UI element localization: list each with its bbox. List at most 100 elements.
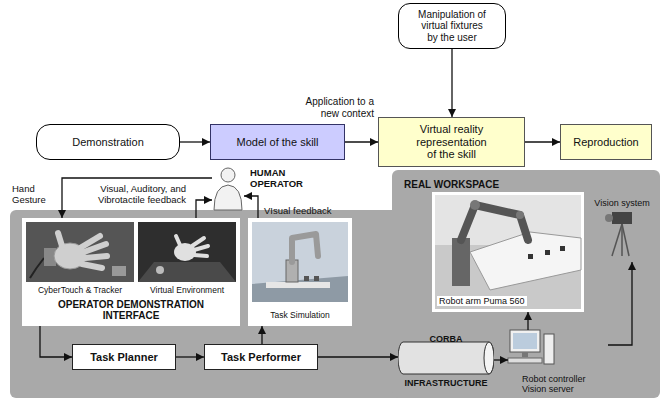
- arrow-connector: [244, 196, 258, 218]
- camera-lens: [605, 214, 613, 222]
- monitor-stand: [522, 352, 528, 357]
- thumb: [176, 236, 180, 245]
- finger: [84, 244, 106, 252]
- arrow-connector: [261, 326, 262, 344]
- finger: [192, 238, 204, 246]
- module-box: Task Planner: [72, 344, 176, 370]
- node-label: Demonstration: [72, 136, 144, 149]
- sim-block: [314, 276, 319, 281]
- label-slot: Vision system: [588, 192, 656, 210]
- arrow-connector: [345, 141, 378, 142]
- camera-icon: [605, 212, 632, 256]
- label-slot: VIsual feedback: [264, 200, 344, 218]
- node-label: Task Simulation: [270, 311, 330, 321]
- label-slot: Task Simulation: [248, 304, 352, 322]
- glove-fingers: [58, 233, 107, 268]
- arrow-connector: [525, 141, 560, 142]
- cybertouch-picture: [26, 222, 134, 282]
- node-label: Robot arm Puma 560: [437, 296, 527, 306]
- label-slot: Virtual Environment: [138, 279, 236, 297]
- keyboard: [508, 358, 542, 363]
- monitor: [510, 330, 540, 352]
- work-block: [560, 246, 565, 251]
- pipe-cylinder: CORBA INFRASTRUCTURE: [398, 328, 494, 392]
- arrow-connector: [180, 141, 210, 142]
- tripod: [612, 224, 629, 256]
- person-head: [221, 168, 235, 182]
- workspace-panel: [392, 170, 660, 398]
- workspace-region: REAL WORKSPACE Robot arm Puma 560 Vision s…: [392, 170, 660, 398]
- sim-table: [266, 282, 330, 288]
- node-label: Robot controller Vision server: [522, 374, 608, 395]
- finger: [82, 264, 102, 268]
- label-slot: Application to a new context: [304, 96, 374, 121]
- pipe-body: [398, 342, 494, 374]
- person-node: HUMAN OPERATOR: [212, 166, 244, 210]
- arrow-connector: [176, 356, 204, 357]
- arrow-connector: [40, 326, 72, 357]
- photo-frame: [432, 192, 584, 312]
- arrow-connector: [196, 200, 212, 218]
- tripod-leg: [622, 224, 629, 256]
- label-slot: HUMAN OPERATOR: [250, 168, 310, 191]
- virtual-fingers: [176, 236, 208, 256]
- sim-robot-arm: [292, 234, 318, 262]
- node-label: REAL WORKSPACE: [404, 179, 499, 191]
- node-label: HUMAN OPERATOR: [250, 168, 310, 190]
- edge-label: VIsual feedback: [264, 206, 332, 217]
- work-block: [528, 254, 533, 259]
- robot-arm: [461, 205, 528, 240]
- tower: [544, 334, 554, 364]
- photo-panel: Robot arm Puma 560: [432, 192, 584, 312]
- finger: [194, 255, 207, 256]
- arrow-connector: [62, 178, 212, 218]
- arrow-connector: [494, 359, 508, 360]
- node-label: Vision system: [594, 198, 649, 208]
- node-label: CORBA: [430, 334, 463, 344]
- edge-label: Visual, Auditory, and Vibrotactile feedb…: [94, 184, 186, 206]
- node-label: Reproduction: [573, 136, 638, 149]
- person-icon: [214, 168, 242, 210]
- simulation-panel: Task Simulation: [248, 218, 352, 326]
- camera-node: Vision system: [588, 190, 656, 262]
- node-label: Manipulation of virtual fixtures by the …: [417, 9, 487, 44]
- photo-ground: [26, 222, 134, 282]
- robot-base: [452, 238, 470, 286]
- simulation-ground: [248, 218, 352, 326]
- label-slot: REAL WORKSPACE: [404, 174, 554, 192]
- process-box: Reproduction: [560, 124, 652, 160]
- rounded-box: Demonstration: [36, 124, 180, 160]
- camera-body: [612, 212, 632, 224]
- interface-panel: OPERATOR DEMONSTRATION INTERFACECyberTou…: [22, 218, 240, 326]
- robot-photo: [432, 192, 584, 312]
- edge-label: Application to a new context: [304, 96, 374, 119]
- sim-floor: [252, 276, 348, 302]
- sim-sky: [252, 222, 348, 302]
- photo-ground: [435, 195, 581, 309]
- cable: [30, 258, 44, 278]
- label-slot: INFRASTRUCTURE: [398, 372, 494, 390]
- screen-ground: [138, 222, 236, 282]
- robot-joint: [470, 200, 480, 210]
- image-panel: CyberTouch & Tracker: [26, 222, 134, 298]
- pipe-end: [484, 342, 494, 374]
- screen: [513, 333, 537, 349]
- person-body: [214, 185, 242, 210]
- label-slot: Hand Gesture: [12, 184, 56, 207]
- node-label: Model of the skill: [237, 136, 319, 149]
- node-label: Task Planner: [90, 351, 158, 364]
- arrow-connector: [527, 312, 528, 330]
- module-box: Task Performer: [204, 344, 318, 370]
- work-block: [545, 250, 550, 255]
- label-slot: CyberTouch & Tracker: [26, 279, 134, 297]
- process-box: Model of the skill: [210, 124, 345, 160]
- interface-ground: [22, 218, 240, 326]
- arrow-connector: [608, 262, 632, 345]
- arrow-connector: [318, 356, 398, 357]
- sim-block: [304, 276, 309, 281]
- robot-joint: [516, 211, 524, 219]
- virtual-ball: [156, 266, 164, 274]
- tripod-leg: [612, 224, 622, 256]
- node-label: Virtual reality representation of the sk…: [412, 123, 492, 161]
- node-label: CyberTouch & Tracker: [38, 286, 122, 296]
